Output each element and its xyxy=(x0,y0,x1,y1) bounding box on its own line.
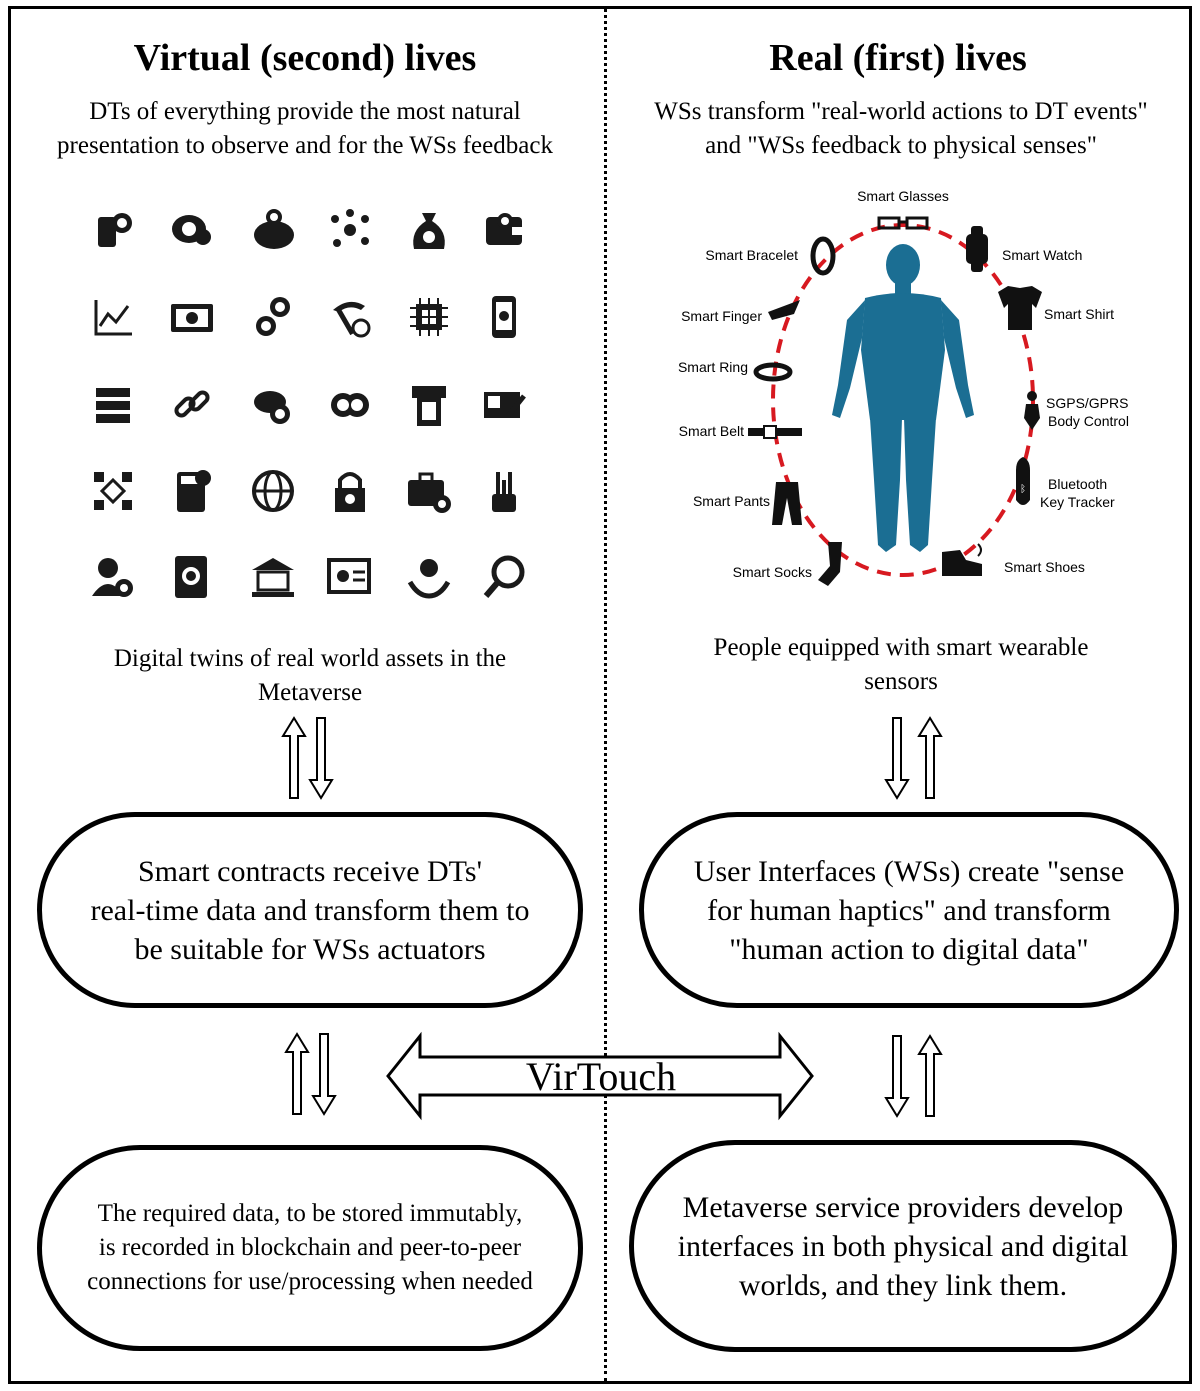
briefcase-icon xyxy=(408,472,451,513)
card-edit-icon xyxy=(484,392,526,418)
virtouch-double-arrow xyxy=(386,1031,814,1121)
plug-icon xyxy=(492,472,516,512)
smart-contracts-line1: Smart contracts receive DTs' xyxy=(137,854,482,888)
right-title: Real (first) lives xyxy=(769,37,1027,79)
right-subtitle: WSs transform "real-world actions to DT … xyxy=(606,95,1196,163)
service-providers-line2: interfaces in both physical and digital xyxy=(677,1229,1129,1263)
outer-frame xyxy=(8,6,1192,1384)
label-smart-watch: Smart Watch xyxy=(1002,247,1082,263)
search-coin-icon xyxy=(483,555,525,598)
label-smart-socks: Smart Socks xyxy=(733,564,812,580)
left-lower-updown-arrows xyxy=(285,1033,336,1115)
human-body-figure xyxy=(832,244,974,552)
right-caption: People equipped with smart wearable sens… xyxy=(606,631,1196,699)
user-coin-icon xyxy=(92,558,133,597)
label-smart-finger: Smart Finger xyxy=(681,308,762,324)
label-smart-pants: Smart Pants xyxy=(693,493,770,509)
right-lower-updown-arrows xyxy=(885,1035,942,1117)
label-bluetooth-line2: Key Tracker xyxy=(1040,494,1115,510)
coins-icon xyxy=(331,393,369,417)
smart-contracts-line2: real-time data and transform them to xyxy=(90,893,530,927)
lock-icon xyxy=(335,472,365,512)
calculator-icon xyxy=(177,470,211,512)
user-interfaces-line1: User Interfaces (WSs) create "sense xyxy=(693,854,1125,888)
label-bluetooth-line1: Bluetooth xyxy=(1048,476,1107,492)
asset-icon-grid xyxy=(88,200,548,620)
money-bag-icon xyxy=(413,213,445,249)
label-smart-ring: Smart Ring xyxy=(678,359,748,375)
banknote-icon xyxy=(171,304,213,332)
bracelet-icon xyxy=(810,236,836,276)
blockchain-storage-line2: is recorded in blockchain and peer-to-pe… xyxy=(98,1234,522,1261)
label-gps-line2: Body Control xyxy=(1048,413,1129,429)
right-caption-line2: sensors xyxy=(864,668,938,695)
blockchain-storage-box: The required data, to be stored immutabl… xyxy=(37,1145,583,1351)
atm-icon xyxy=(412,386,446,426)
blockchain-icon xyxy=(94,472,132,510)
pickaxe-icon xyxy=(333,301,371,338)
cloud-coin-icon xyxy=(254,391,290,424)
hand-coin-icon xyxy=(98,213,132,247)
socks-icon xyxy=(818,542,842,586)
label-gps-line1: SGPS/GPRS xyxy=(1046,395,1128,411)
left-subtitle-line1: DTs of everything provide the most natur… xyxy=(89,98,521,125)
hands-coin-icon xyxy=(407,559,451,599)
bank-icon xyxy=(252,558,294,597)
mobile-coin-icon xyxy=(492,296,516,338)
right-subtitle-line1: WSs transform "real-world actions to DT … xyxy=(654,98,1148,125)
bluetooth-tracker-icon: ᛒ xyxy=(1016,457,1030,505)
service-providers-line3: worlds, and they link them. xyxy=(738,1268,1068,1302)
label-smart-glasses: Smart Glasses xyxy=(857,188,949,204)
chain-link-icon xyxy=(174,390,210,418)
glasses-icon xyxy=(877,216,929,230)
left-subtitle: DTs of everything provide the most natur… xyxy=(10,95,600,163)
network-icon xyxy=(331,209,369,247)
blockchain-storage-line1: The required data, to be stored immutabl… xyxy=(97,1200,523,1227)
watch-icon xyxy=(966,226,988,272)
center-divider xyxy=(604,8,607,1382)
user-interfaces-box: User Interfaces (WSs) create "sense for … xyxy=(639,812,1179,1008)
finger-icon xyxy=(768,300,800,320)
user-interfaces-line3: "human action to digital data" xyxy=(729,932,1089,966)
book-coin-icon xyxy=(175,556,207,598)
user-interfaces-line2: for human haptics" and transform xyxy=(707,893,1111,927)
label-smart-bracelet: Smart Bracelet xyxy=(705,247,798,263)
wearables-illustration: ᛒ Smart Glasses Smart Watch Smart Bracel… xyxy=(678,188,1129,586)
blockchain-storage-line3: connections for use/processing when need… xyxy=(87,1268,533,1295)
smart-contracts-line3: be suitable for WSs actuators xyxy=(134,932,486,966)
label-smart-shoes: Smart Shoes xyxy=(1004,559,1085,575)
piggy-bank-icon xyxy=(254,209,294,249)
shirt-icon xyxy=(998,286,1042,330)
right-subtitle-line2: and "WSs feedback to physical senses" xyxy=(705,132,1097,159)
label-smart-shirt: Smart Shirt xyxy=(1044,306,1114,322)
left-caption-line1: Digital twins of real world assets in th… xyxy=(113,645,507,672)
server-icon xyxy=(96,388,130,423)
shoes-icon xyxy=(942,543,982,576)
service-providers-line1: Metaverse service providers develop xyxy=(682,1190,1124,1224)
pants-icon xyxy=(772,482,802,525)
exchange-icon xyxy=(256,297,290,336)
ring-icon xyxy=(753,362,793,382)
chat-coin-icon xyxy=(172,215,211,245)
belt-icon xyxy=(748,425,802,439)
chip-icon xyxy=(410,298,448,336)
left-title: Virtual (second) lives xyxy=(133,37,477,79)
service-providers-box: Metaverse service providers develop inte… xyxy=(629,1140,1177,1352)
virtouch-label: VirTouch xyxy=(526,1054,676,1099)
svg-text:ᛒ: ᛒ xyxy=(1020,484,1026,495)
right-caption-line1: People equipped with smart wearable xyxy=(713,634,1089,661)
globe-coin-icon xyxy=(252,470,294,512)
gps-icon xyxy=(1024,391,1040,430)
right-upper-updown-arrows xyxy=(885,717,942,799)
left-upper-updown-arrows xyxy=(282,717,333,799)
left-subtitle-line2: presentation to observe and for the WSs … xyxy=(57,132,553,159)
label-smart-belt: Smart Belt xyxy=(679,423,744,439)
certificate-icon xyxy=(327,558,371,594)
wallet-icon xyxy=(486,213,522,245)
smart-contracts-box: Smart contracts receive DTs' real-time d… xyxy=(37,812,583,1008)
left-caption-line2: Metaverse xyxy=(257,679,363,706)
left-caption: Digital twins of real world assets in th… xyxy=(10,642,610,710)
chart-line-icon xyxy=(94,300,132,336)
